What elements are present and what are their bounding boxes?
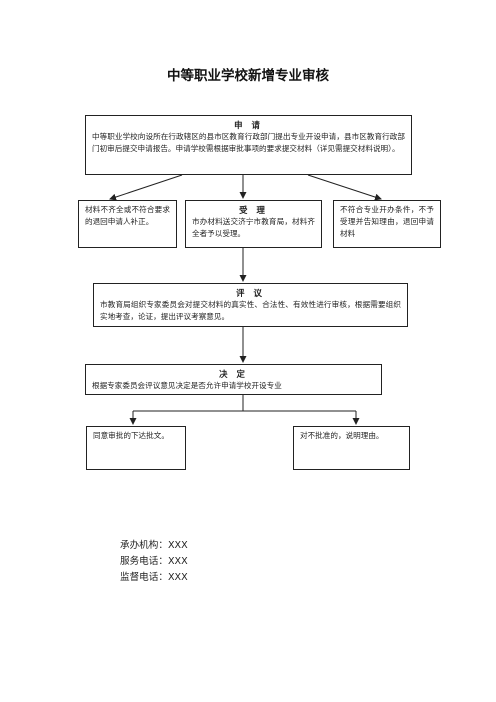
reject-text: 不符合专业开办条件，不予受理并告知理由，退回申请材料 <box>340 205 434 238</box>
apply-heading: 申 请 <box>234 120 263 130</box>
arrow-apply-to-reject <box>307 174 382 201</box>
accept-box: 受 理 市办材料送交济宁市教育局，材料齐全者予以受理。 <box>185 200 322 248</box>
footer-service-phone: 服务电话：XXX <box>120 556 188 567</box>
deny-box: 对不批准的，说明理由。 <box>293 426 410 470</box>
incomplete-text: 材料不齐全或不符合要求的退回申请人补正。 <box>85 205 170 226</box>
decision-text: 根据专家委员会评议意见决定是否允许申请学校开设专业 <box>92 381 282 390</box>
deny-text: 对不批准的，说明理由。 <box>300 431 384 440</box>
footer-supervision-phone: 监督电话：XXX <box>120 572 188 583</box>
review-heading: 评 议 <box>236 288 265 298</box>
decision-heading: 决 定 <box>219 369 248 379</box>
apply-box: 申 请 中等职业学校向设所在行政辖区的县市区教育行政部门提出专业开设申请，县市区… <box>85 115 412 175</box>
page-title: 中等职业学校新增专业审核 <box>167 68 329 84</box>
accept-text: 市办材料送交济宁市教育局，材料齐全者予以受理。 <box>192 217 315 238</box>
review-text: 市教育局组织专家委员会对提交材料的真实性、合法性、有效性进行审核，根据需要组织实… <box>100 300 401 321</box>
accept-heading: 受 理 <box>239 205 268 215</box>
incomplete-box: 材料不齐全或不符合要求的退回申请人补正。 <box>78 200 177 248</box>
approve-box: 同意审批的下达批文。 <box>86 426 186 470</box>
reject-box: 不符合专业开办条件，不予受理并告知理由，退回申请材料 <box>333 200 441 248</box>
arrow-apply-to-incomplete <box>109 174 183 201</box>
footer-agency: 承办机构：XXX <box>120 540 188 551</box>
footer-info: 承办机构：XXX 服务电话：XXX 监督电话：XXX <box>120 538 188 586</box>
apply-text: 中等职业学校向设所在行政辖区的县市区教育行政部门提出专业开设申请，县市区教育行政… <box>92 132 405 153</box>
approve-text: 同意审批的下达批文。 <box>93 431 169 440</box>
review-box: 评 议 市教育局组织专家委员会对提交材料的真实性、合法性、有效性进行审核，根据需… <box>93 283 408 327</box>
decision-box: 决 定 根据专家委员会评议意见决定是否允许申请学校开设专业 <box>85 364 382 395</box>
